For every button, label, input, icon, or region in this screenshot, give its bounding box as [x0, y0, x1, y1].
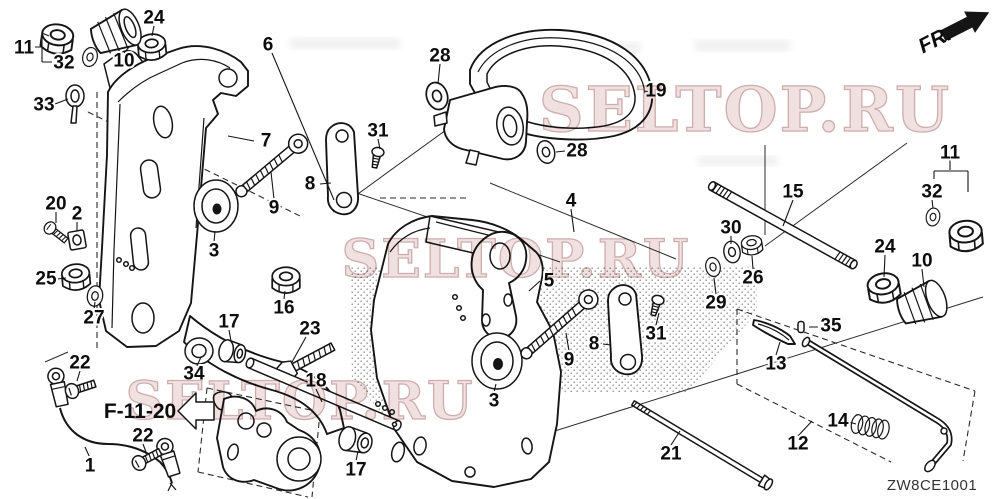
part-9-adjusting-screw-center [520, 289, 599, 360]
part-35-pin [797, 320, 805, 334]
part-11-locknut-right [947, 218, 985, 254]
part-number-9: 9 [564, 350, 575, 371]
part-18-rod [245, 357, 402, 432]
reference-label: F-11-20 [104, 400, 176, 423]
part-30-washer [721, 239, 743, 265]
part-number-32: 32 [921, 182, 942, 203]
part-number-24: 24 [143, 8, 165, 29]
part-number-33: 33 [33, 95, 54, 116]
reference-arrow-icon [177, 392, 215, 430]
part-5-friction-link [470, 231, 528, 339]
part-number-30: 30 [720, 218, 741, 239]
part-22-bolt-a [62, 375, 98, 401]
part-number-13: 13 [765, 354, 786, 375]
corner-mark [44, 351, 69, 363]
part-number-14: 14 [827, 411, 849, 432]
part-number-21: 21 [660, 444, 682, 465]
part-8-link-plate-center [607, 284, 643, 376]
part-number-26: 26 [742, 268, 763, 289]
part-number-10: 10 [113, 51, 134, 72]
part-9-adjusting-screw-left [235, 133, 309, 198]
part-12-tilt-rod [801, 336, 953, 473]
part-number-31: 31 [367, 121, 389, 142]
part-number-22: 22 [69, 353, 90, 374]
part-6-stern-bracket [98, 45, 249, 348]
part-number-8: 8 [589, 334, 600, 355]
part-number-25: 25 [35, 269, 57, 290]
part-31-bolt-left [368, 145, 386, 170]
part-2-square-nut [67, 229, 87, 251]
part-1-ground-cable [47, 367, 181, 492]
part-number-11: 11 [14, 38, 35, 59]
part-number-2: 2 [72, 204, 83, 225]
part-number-9: 9 [269, 198, 280, 219]
part-3-grommet-left [193, 179, 239, 233]
part-number-19: 19 [645, 81, 666, 102]
part-number-8: 8 [305, 174, 316, 195]
fr-arrow-icon [940, 11, 990, 42]
leader-lines [35, 25, 969, 462]
part-10-mount-rubber-right [896, 279, 948, 325]
part-number-6: 6 [263, 35, 274, 56]
part-25-nut [60, 262, 92, 293]
part-number-1: 1 [85, 456, 96, 477]
part-number-27: 27 [83, 308, 104, 329]
part-32-washer-right [924, 206, 942, 228]
part-number-29: 29 [705, 293, 726, 314]
dashed-alignment-lines [87, 92, 976, 498]
part-number-34: 34 [183, 364, 205, 385]
part-number-17: 17 [218, 312, 239, 333]
fr-direction-indicator: FR. [915, 11, 990, 58]
part-34-bushing [184, 337, 214, 365]
part-22-bolt-b [128, 444, 165, 474]
part-clamp-assembly [212, 391, 322, 492]
part-10-mount-rubber-left [89, 8, 142, 54]
part-number-3: 3 [489, 391, 500, 412]
part-number-5: 5 [544, 271, 555, 292]
part-33-circlip [65, 84, 85, 124]
part-number-7: 7 [261, 131, 272, 152]
part-17-bushing-a [218, 339, 247, 364]
part-8-link-plate-left [325, 122, 359, 216]
watermark-text: SELTOP.RU [342, 229, 691, 290]
diagram-code: ZW8CE1001 [887, 477, 977, 494]
part-21-long-bolt [630, 400, 774, 491]
part-number-18: 18 [305, 371, 326, 392]
part-16-nut [271, 266, 301, 294]
part-28-washer-a [422, 78, 452, 114]
watermark-layer: SELTOP.RU SELTOP.RU SELTOP.RU [125, 72, 951, 432]
part-number-17: 17 [345, 460, 366, 481]
part-number-35: 35 [820, 316, 842, 337]
part-number-28: 28 [566, 141, 587, 162]
part-number-4: 4 [566, 191, 577, 212]
part-number-28: 28 [429, 46, 450, 67]
part-26-nut [739, 233, 764, 257]
part-number-22: 22 [132, 426, 153, 447]
part-3-grommet-center [471, 332, 523, 390]
watermark-text: SELTOP.RU [539, 73, 951, 146]
part-11-locknut-left [38, 21, 76, 57]
part-number-11: 11 [940, 143, 961, 164]
part-number-32: 32 [53, 53, 74, 74]
part-number-16: 16 [273, 298, 294, 319]
part-19-handle-clamp [433, 85, 529, 166]
part-number-24: 24 [874, 237, 896, 258]
part-number-31: 31 [645, 324, 667, 345]
part-number-3: 3 [209, 241, 220, 262]
part-13-blade [752, 319, 796, 345]
part-number-20: 20 [45, 194, 66, 215]
part-number-12: 12 [787, 434, 808, 455]
part-number-15: 15 [782, 182, 804, 203]
watermark-text: SELTOP.RU [126, 371, 475, 432]
cross-reference: F-11-20 [104, 392, 215, 430]
part-14-spring [850, 414, 890, 440]
part-number-10: 10 [911, 251, 932, 272]
part-number-23: 23 [299, 319, 320, 340]
part-17-bushing-b [338, 426, 373, 454]
part-20-screw [41, 218, 71, 247]
